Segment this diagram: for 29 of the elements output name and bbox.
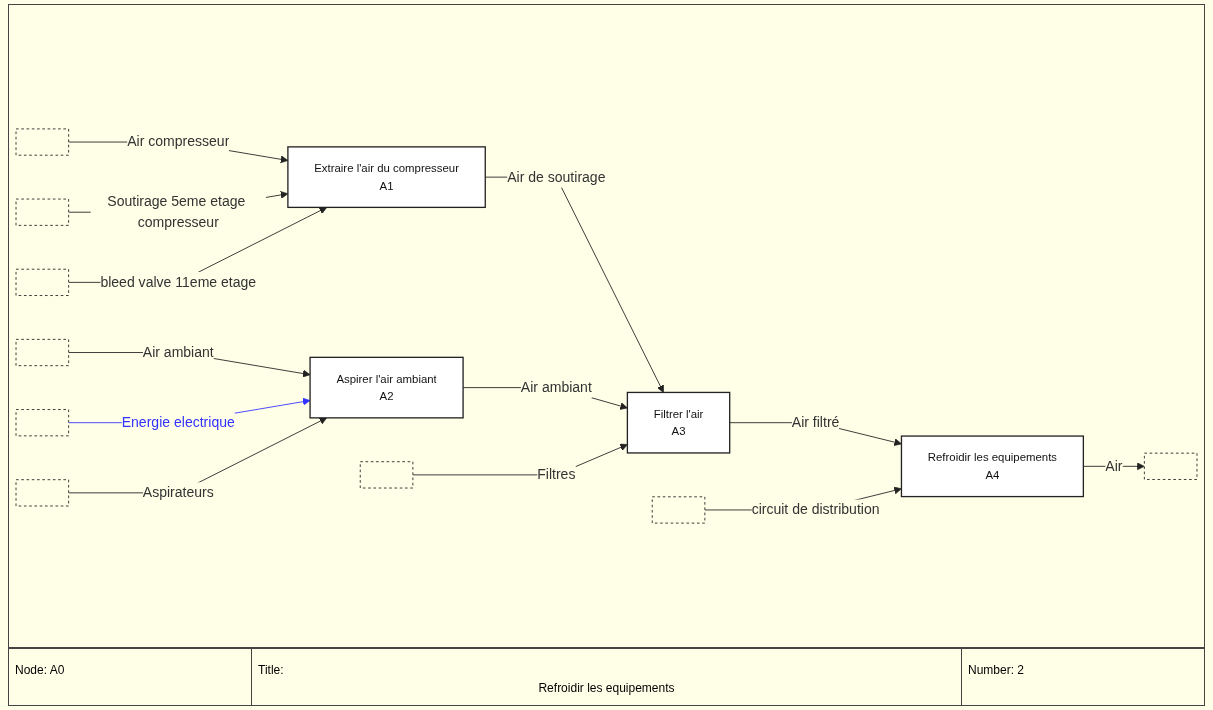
edge-label: Air compresseur xyxy=(127,134,230,150)
node-box: Filtrer l'air A3 xyxy=(626,391,731,454)
footer-text: Refroidir les equipements xyxy=(538,681,675,695)
title-label: Title: xyxy=(258,663,284,677)
edge-label: Air xyxy=(1105,458,1123,474)
node-bracket xyxy=(15,128,70,156)
node-box: Extraire l'air du compresseur A1 xyxy=(287,146,486,209)
edge-label: Soutirage 5eme etage compresseur xyxy=(107,193,246,230)
edge-label: Aspirateurs xyxy=(142,484,214,500)
edge-label: circuit de distribution xyxy=(751,502,880,517)
edge-label: Energie electrique xyxy=(121,414,235,430)
edge-label: Air de soutirage xyxy=(507,169,606,185)
edge-label: Filtres xyxy=(537,466,576,482)
node-number-label: Node: A0 xyxy=(15,663,65,677)
node-bracket xyxy=(15,479,70,507)
edge-label: bleed valve 11eme etage xyxy=(100,274,257,290)
node-bracket xyxy=(15,198,70,226)
node-bracket xyxy=(15,268,70,296)
node-box: Aspirer l'air ambiant A2 xyxy=(309,356,464,419)
page-number-label: Number: 2 xyxy=(968,663,1025,677)
node-box: Refroidir les equipements A4 xyxy=(900,435,1084,498)
node-bracket xyxy=(1143,452,1198,480)
node-bracket xyxy=(15,409,70,437)
edge-label: Air filtré xyxy=(791,414,840,430)
node-bracket xyxy=(359,461,414,489)
node-bracket xyxy=(651,496,706,524)
edge-label: Air ambiant xyxy=(142,344,214,360)
edge-label: Air ambiant xyxy=(520,379,592,395)
node-bracket xyxy=(15,338,70,367)
